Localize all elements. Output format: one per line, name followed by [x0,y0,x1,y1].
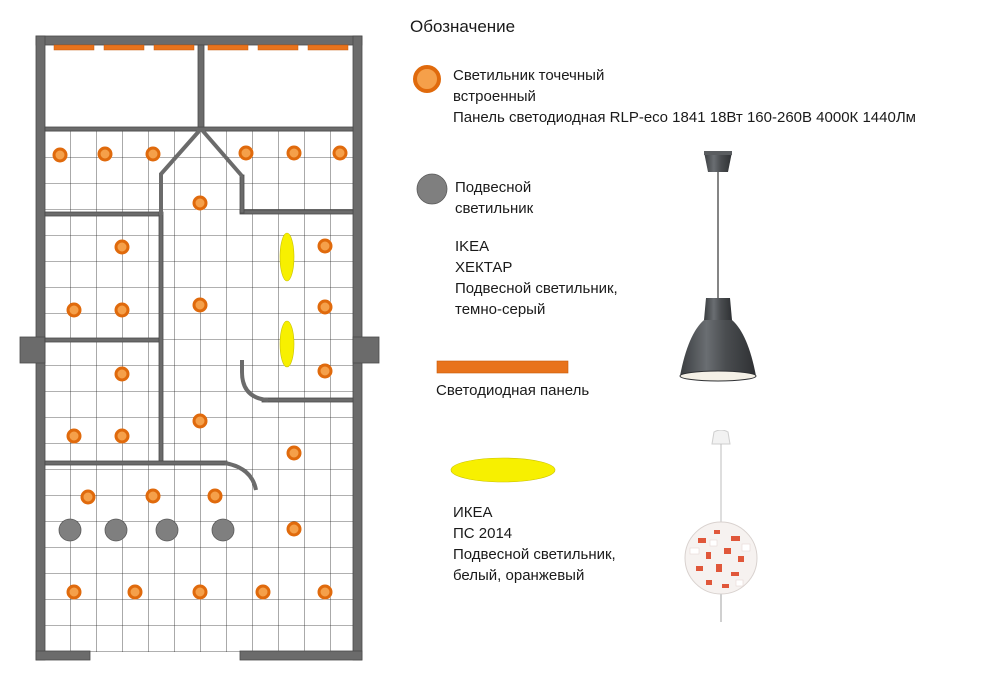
spot-light-description: Светильник точечный встроенный Панель св… [453,65,945,128]
led-panel [103,44,145,51]
gray-circle-icon [416,173,448,205]
upper-divider [197,44,205,128]
led-panel [153,44,195,51]
curved-wall-right [240,360,269,402]
orange-circle-icon [413,65,441,93]
wall-jamb-left [19,336,46,364]
outer-wall-top [35,35,363,46]
spot-light [52,147,68,163]
ceiling-grid-area [44,131,355,652]
ps2014-desc-2: белый, оранжевый [453,567,585,584]
hektar-brand: IKEA [455,238,490,255]
spot-light [332,145,348,161]
led-panel [257,44,299,51]
spot-light [66,302,82,318]
spot-light [286,145,302,161]
partition-left-2 [44,337,162,343]
led-panel [53,44,95,51]
orange-bar-icon [436,360,569,374]
corridor-diagonal-left [159,128,202,215]
upper-room-right [205,46,355,128]
spot-light [97,146,113,162]
led-panel [207,44,249,51]
outer-wall-bottom-right [239,650,363,661]
partition-right [239,209,354,215]
hektar-desc-1: Подвесной светильник, [455,280,618,297]
spot-light [317,299,333,315]
yellow-ellipse-icon [450,457,556,483]
pendant-light [211,518,235,542]
spot-light [114,239,130,255]
spot-light [66,428,82,444]
spot-light [80,489,96,505]
spot-light [114,302,130,318]
spot-light [145,488,161,504]
partition-lower-right [261,397,354,403]
spot-light [66,584,82,600]
spot-light [192,297,208,313]
spot-light [145,146,161,162]
wall-jamb-right [352,336,380,364]
ps2014-desc-1: Подвесной светильник, [453,546,616,563]
ps2014-lamp-photo [684,430,758,622]
spot-light [192,584,208,600]
led-panel [307,44,349,51]
spot-light [114,366,130,382]
ps2014-model: ПС 2014 [453,525,513,542]
hektar-desc-2: темно-серый [455,301,546,318]
spot-light [317,584,333,600]
spot-light [192,413,208,429]
hektar-description: IKEA ХЕКТАР Подвесной светильник, темно-… [455,236,618,320]
pendant-light [155,518,179,542]
partition-right-stub [239,174,245,214]
hektar-lamp-photo [679,151,757,382]
pendant-light [58,518,82,542]
curved-wall-lower [224,461,258,491]
corridor-diagonal-right [200,128,244,178]
pendant-light [104,518,128,542]
spot-light [127,584,143,600]
ps2014-light [279,232,295,282]
spot-line-2: встроенный [453,88,536,105]
led-panel-label: Светодиодная панель [436,382,590,399]
spot-light [286,445,302,461]
spot-light [317,238,333,254]
spot-light [192,195,208,211]
pendant-line-2: светильник [455,200,534,217]
pendant-light-description: Подвесной светильник [455,177,533,219]
spot-light [286,521,302,537]
ps2014-brand: ИКЕА [453,504,493,521]
partition-bottom [44,460,228,466]
spot-light [207,488,223,504]
ps2014-description: ИКЕА ПС 2014 Подвесной светильник, белый… [453,502,616,586]
hektar-model: ХЕКТАР [455,259,513,276]
partition-vertical [158,211,164,465]
spot-light [255,584,271,600]
spot-line-1: Светильник точечный [453,67,605,84]
ps2014-light [279,320,295,368]
pendant-line-1: Подвесной [455,179,532,196]
spot-light [317,363,333,379]
partition-left-1 [44,211,162,217]
outer-wall-bottom-left [35,650,91,661]
spot-line-3: Панель светодиодная RLP-eco 1841 18Вт 16… [453,109,916,126]
legend-title: Обозначение [410,17,516,36]
spot-light [114,428,130,444]
upper-room-left [44,46,198,128]
spot-light [238,145,254,161]
